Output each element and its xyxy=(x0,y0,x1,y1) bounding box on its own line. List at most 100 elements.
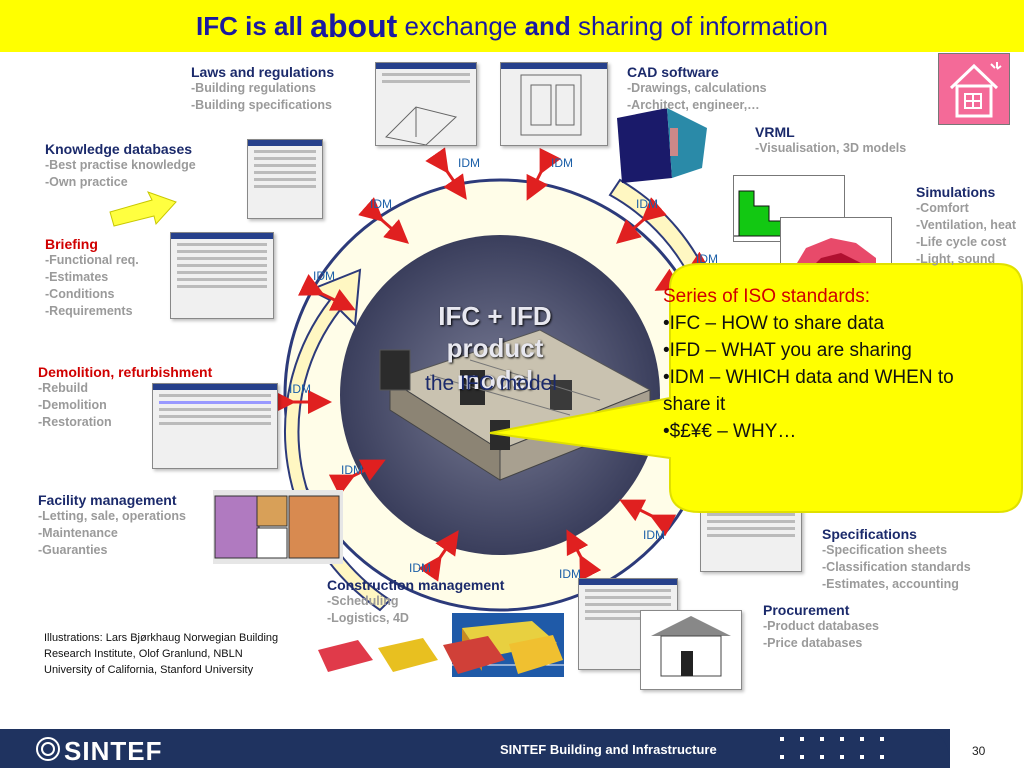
callout-bubble xyxy=(489,263,1023,513)
specifications-item-1: -Specification sheets xyxy=(822,543,948,557)
footer-page-area xyxy=(950,729,1024,768)
idm-arrow-4 xyxy=(615,197,667,244)
vrml-title: VRML xyxy=(755,124,795,140)
idm-label-3: IDM xyxy=(370,197,392,211)
title-bar: IFC is all about exchange and sharing of… xyxy=(0,0,1024,52)
callout-heading: Series of ISO standards: xyxy=(663,286,870,307)
idm-label-10: IDM xyxy=(409,561,431,575)
illustration-credits: Illustrations: Lars Bjørkhaug Norwegian … xyxy=(44,632,279,676)
sintef-logo-icon xyxy=(36,737,60,761)
footer-org: SINTEF Building and Infrastructure xyxy=(500,742,717,757)
idm-arrow-10 xyxy=(566,529,602,582)
cad-item-2: -Architect, engineer,… xyxy=(627,98,760,112)
center-line-1: IFC + IFD xyxy=(438,301,552,331)
construction-item-2: -Logistics, 4D xyxy=(327,611,409,625)
facility-title: Facility management xyxy=(38,492,177,508)
briefing-item-2: -Estimates xyxy=(45,270,109,284)
idm-arrow-9 xyxy=(418,530,459,582)
idm-arrow-5 xyxy=(297,273,356,311)
callout-line-3: •IDM – WHICH data and WHEN to share it xyxy=(663,367,954,415)
idm-label-11: IDM xyxy=(559,567,581,581)
idm-arrow-2 xyxy=(526,147,562,201)
facility-floorplan xyxy=(213,490,343,564)
group-cad: CAD software -Drawings, calculations -Ar… xyxy=(627,64,767,114)
construction-item-1: -Scheduling xyxy=(327,594,399,608)
specifications-item-2: -Classification standards xyxy=(822,560,971,574)
procurement-screenshot xyxy=(640,610,742,690)
knowledge-item-1: -Best practise knowledge xyxy=(45,158,196,172)
center-overlay-text: the IFC model xyxy=(425,372,557,395)
facility-item-3: -Guaranties xyxy=(38,543,108,557)
center-line-3: model xyxy=(456,365,534,395)
procurement-item-1: -Product databases xyxy=(763,619,880,633)
footer-logo: SINTEF xyxy=(64,736,163,766)
briefing-item-1: -Functional req. xyxy=(45,253,139,267)
group-vrml: VRML -Visualisation, 3D models xyxy=(755,124,906,157)
procurement-title: Procurement xyxy=(763,602,850,618)
idm-arrow-1 xyxy=(425,147,467,200)
demolition-item-1: -Rebuild xyxy=(38,381,88,395)
group-briefing: Briefing -Functional req. -Estimates -Co… xyxy=(45,236,139,320)
construction-4d-sequence xyxy=(313,630,563,680)
construction-title: Construction management xyxy=(327,577,505,593)
specifications-item-3: -Estimates, accounting xyxy=(822,577,959,591)
cad-item-1: -Drawings, calculations xyxy=(627,81,767,95)
pointer-arrow-icon xyxy=(109,191,177,227)
cad-screenshot xyxy=(500,62,608,146)
laws-item-2: -Building specifications xyxy=(191,98,332,112)
simulations-item-1: -Comfort xyxy=(916,201,969,215)
idm-label-5: IDM xyxy=(313,269,335,283)
title-part-4: and xyxy=(524,10,571,41)
group-construction: Construction management -Scheduling -Log… xyxy=(327,577,504,627)
demolition-screenshot xyxy=(152,383,278,469)
idm-label-4: IDM xyxy=(636,197,658,211)
knowledge-title: Knowledge databases xyxy=(45,141,193,157)
laws-item-1: -Building regulations xyxy=(191,81,316,95)
briefing-screenshot xyxy=(170,232,274,319)
facility-item-2: -Maintenance xyxy=(38,526,118,540)
group-facility: Facility management -Letting, sale, oper… xyxy=(38,492,186,559)
briefing-item-4: -Requirements xyxy=(45,304,133,318)
specifications-title: Specifications xyxy=(822,526,917,542)
title-part-3: exchange xyxy=(397,10,525,41)
knowledge-item-2: -Own practice xyxy=(45,175,128,189)
idm-label-8: IDM xyxy=(341,463,363,477)
briefing-item-3: -Conditions xyxy=(45,287,115,301)
demolition-item-3: -Restoration xyxy=(38,415,112,429)
idm-label-9: IDM xyxy=(643,528,665,542)
home-icon[interactable] xyxy=(938,53,1010,125)
group-procurement: Procurement -Product databases -Price da… xyxy=(763,602,879,652)
title-part-2: about xyxy=(310,7,398,44)
callout-text: Series of ISO standards: •IFC – HOW to s… xyxy=(663,283,1003,445)
footer-dots-decoration xyxy=(770,729,950,768)
idm-arrow-3 xyxy=(358,197,410,244)
procurement-item-2: -Price databases xyxy=(763,636,863,650)
vrml-image xyxy=(612,108,710,186)
simulations-item-2: -Ventilation, heat xyxy=(916,218,1017,232)
group-knowledge: Knowledge databases -Best practise knowl… xyxy=(45,141,196,191)
center-title: IFC + IFD product model xyxy=(395,300,595,396)
idm-arrow-11 xyxy=(619,499,677,537)
title-part-5: sharing of information xyxy=(570,10,828,41)
idm-label-6: IDM xyxy=(696,252,718,266)
group-simulations: Simulations -Comfort -Ventilation, heat … xyxy=(916,184,1024,268)
simulations-item-4: -Light, sound xyxy=(916,252,996,266)
facility-item-1: -Letting, sale, operations xyxy=(38,509,186,523)
group-specifications: Specifications -Specification sheets -Cl… xyxy=(822,526,971,593)
laws-title: Laws and regulations xyxy=(191,64,335,80)
knowledge-screenshot xyxy=(247,139,323,219)
idm-label-2: IDM xyxy=(551,156,573,170)
callout-line-4: •$£¥€ – WHY… xyxy=(663,421,797,442)
callout-line-2: •IFD – WHAT you are sharing xyxy=(663,340,912,361)
demolition-item-2: -Demolition xyxy=(38,398,107,412)
briefing-title: Briefing xyxy=(45,236,98,252)
laws-screenshot xyxy=(375,62,477,146)
simulations-item-3: -Life cycle cost xyxy=(916,235,1007,249)
idm-label-7: IDM xyxy=(289,382,311,396)
idm-label-1: IDM xyxy=(458,156,480,170)
idm-arrow-8 xyxy=(328,459,386,497)
group-laws: Laws and regulations -Building regulatio… xyxy=(191,64,334,114)
title-part-1: IFC is all xyxy=(196,10,311,41)
demolition-title: Demolition, refurbishment xyxy=(38,364,213,380)
group-demolition: Demolition, refurbishment -Rebuild -Demo… xyxy=(38,364,212,431)
